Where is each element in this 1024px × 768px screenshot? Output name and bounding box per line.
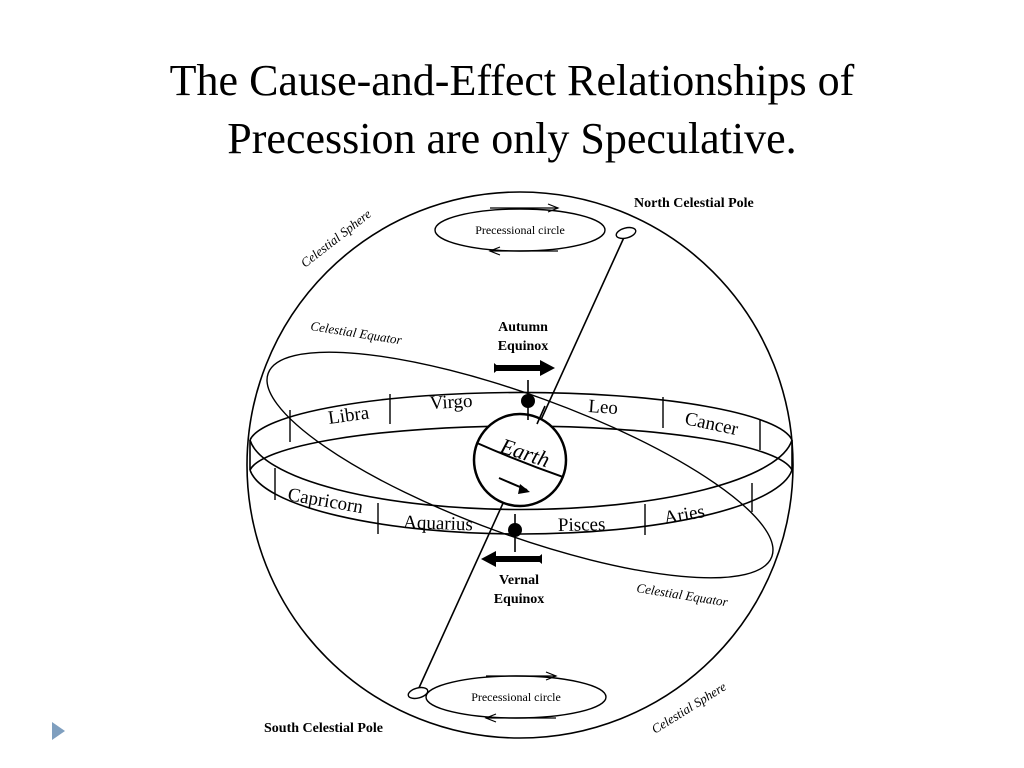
precessional-circle-bottom-label: Precessional circle: [471, 690, 561, 704]
title-line-1: The Cause-and-Effect Relationships of: [169, 56, 855, 105]
south-pole-label: South Celestial Pole: [264, 721, 383, 736]
vernal-equinox-label-2: Equinox: [494, 592, 545, 607]
earth-globe: [472, 412, 568, 508]
slide-title: The Cause-and-Effect Relationships of Pr…: [0, 52, 1024, 168]
autumn-equinox-label-1: Autumn: [498, 320, 548, 335]
vernal-equinox-label-1: Vernal: [499, 573, 539, 588]
celestial-sphere: [246, 191, 794, 739]
precessional-circle-bottom: [407, 671, 607, 723]
celestial-equator-left-label: Celestial Equator: [310, 318, 404, 347]
triangle-bullet-icon: [52, 722, 65, 740]
vernal-equinox-point: [508, 523, 522, 537]
celestial-equator-right-label: Celestial Equator: [636, 580, 730, 609]
autumn-equinox-label-2: Equinox: [498, 339, 549, 354]
celestial-sphere-bottom-label: Celestial Sphere: [649, 679, 729, 737]
title-line-2: Precession are only Speculative.: [227, 114, 797, 163]
zodiac-band-bottom-inner: [249, 469, 793, 535]
celestial-equator: [266, 351, 774, 579]
precessional-circle-top-label: Precessional circle: [475, 223, 565, 237]
north-pole-label: North Celestial Pole: [634, 196, 754, 211]
zodiac-libra: Libra: [327, 402, 371, 429]
zodiac-band-bottom-outer: [249, 439, 793, 511]
precessional-circle-top: [434, 203, 637, 256]
autumn-equinox-point: [521, 394, 535, 408]
zodiac-virgo: Virgo: [429, 391, 473, 414]
zodiac-leo: Leo: [588, 396, 619, 419]
zodiac-aquarius: Aquarius: [403, 512, 473, 535]
zodiac-pisces: Pisces: [558, 514, 606, 536]
vernal-equinox-arrow: [481, 551, 542, 567]
celestial-sphere-top-label: Celestial Sphere: [298, 206, 374, 270]
autumn-equinox-arrow: [494, 360, 555, 376]
zodiac-band-top-outer: [249, 391, 793, 441]
zodiac-cancer: Cancer: [683, 408, 741, 440]
zodiac-dividers: [274, 394, 761, 535]
zodiac-aries: Aries: [662, 501, 706, 529]
